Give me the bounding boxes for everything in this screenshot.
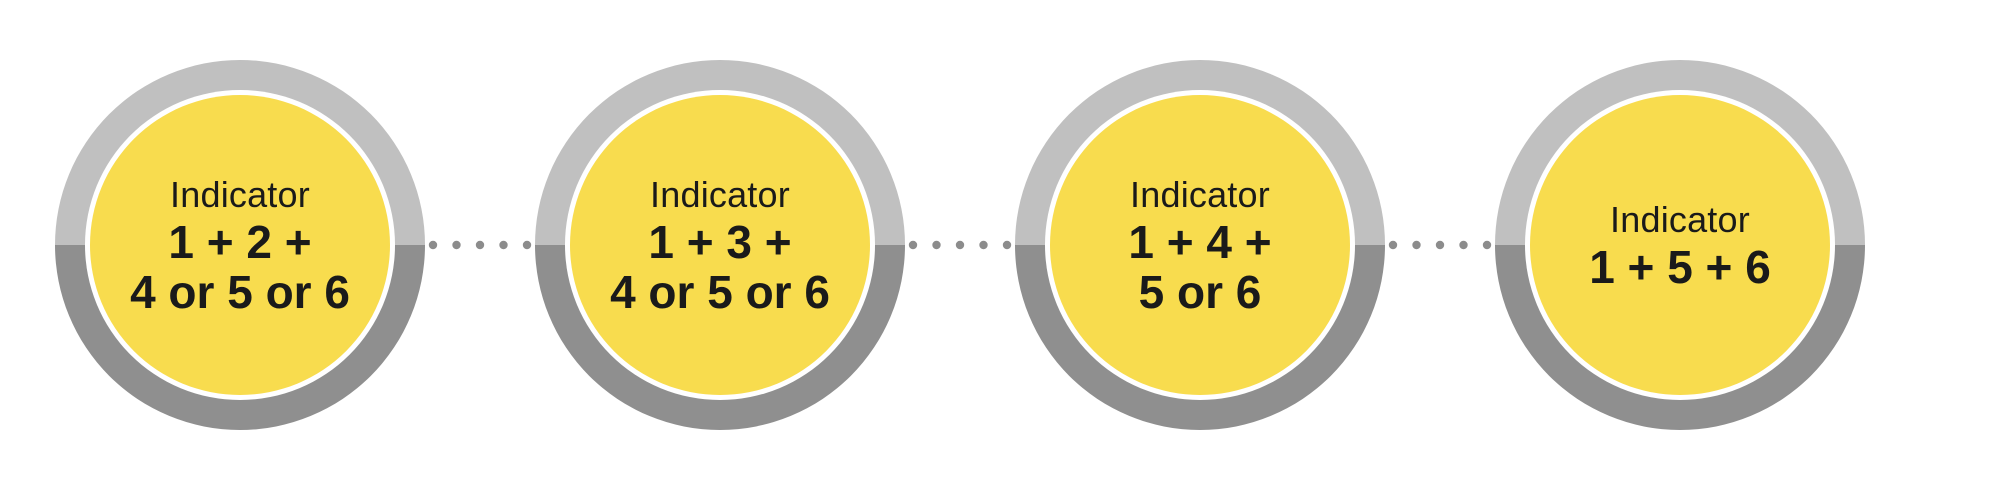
connector-dot — [979, 240, 988, 250]
dotted-connectors — [428, 240, 1492, 250]
connector-dot — [1412, 240, 1421, 250]
yellow-disc — [90, 95, 390, 395]
connector-dot — [1388, 240, 1398, 250]
connector-dot — [452, 240, 461, 250]
indicator-node-3 — [1015, 60, 1385, 430]
connector-dot — [499, 240, 508, 250]
indicator-node-1 — [55, 60, 425, 430]
connector-dot — [1459, 240, 1468, 250]
connector-dot — [1482, 240, 1492, 250]
connector-dot — [522, 240, 532, 250]
connector-dot — [475, 240, 485, 250]
connector-dot — [955, 240, 965, 250]
connector-dot — [908, 240, 918, 250]
indicator-nodes — [55, 60, 1865, 430]
connector-dot — [1002, 240, 1012, 250]
yellow-disc — [1530, 95, 1830, 395]
connector-dot — [428, 240, 438, 250]
connector-dot — [932, 240, 941, 250]
indicator-node-4 — [1495, 60, 1865, 430]
yellow-disc — [570, 95, 870, 395]
connector-dot — [1435, 240, 1445, 250]
indicator-node-2 — [535, 60, 905, 430]
yellow-disc — [1050, 95, 1350, 395]
